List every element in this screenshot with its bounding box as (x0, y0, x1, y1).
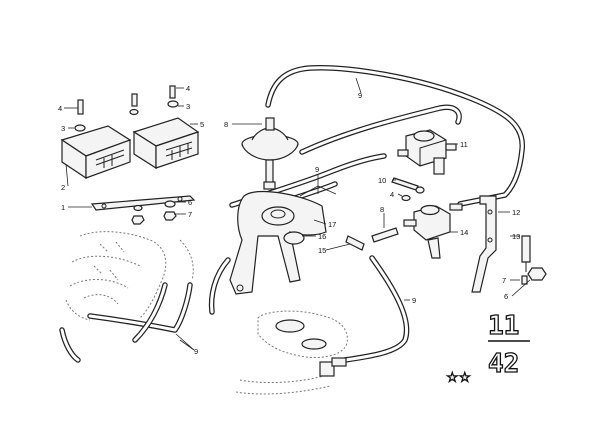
vacuum-hose-upper (299, 104, 462, 155)
callout-7-left: 7 (188, 210, 192, 219)
callout-2: 2 (61, 183, 65, 192)
callout-10: 10 (378, 176, 386, 185)
intake-manifold (235, 310, 348, 395)
hose-connector-13 (521, 235, 531, 272)
group-number-main: 11 (488, 311, 519, 341)
callout-8-mid: 8 (380, 205, 384, 214)
callout-4-mid: 4 (390, 190, 394, 199)
vacuum-hose-lower-right (342, 255, 410, 363)
group-number-sub: 42 (488, 349, 519, 379)
vacuum-hose-bottom-left (59, 282, 193, 363)
callout-3-left: 3 (61, 124, 65, 133)
nut-4 (401, 194, 411, 202)
callout-4-left: 4 (58, 104, 62, 113)
pipe-connector (371, 227, 399, 243)
callout-15: 15 (318, 246, 326, 255)
callout-7-right: 7 (502, 276, 506, 285)
callout-11: 11 (460, 140, 468, 149)
callout-6-right: 6 (504, 292, 508, 301)
vacuum-diaphragm (241, 117, 299, 190)
control-unit-right (132, 117, 200, 170)
callout-9-bottom: 9 (194, 347, 198, 356)
callout-3-top: 3 (186, 102, 190, 111)
callout-9-top: 9 (358, 91, 362, 100)
valve-bracket-assembly (229, 190, 365, 295)
leader-lines (64, 77, 531, 351)
ghost-engine-outline (65, 231, 194, 321)
vacuum-hose-main (265, 65, 525, 207)
callout-14: 14 (460, 228, 468, 237)
screw-washer-right (521, 267, 547, 285)
callout-9-lower: 9 (412, 296, 416, 305)
vacuum-hose-lower-left (208, 257, 231, 315)
callout-9-mid: 9 (315, 165, 319, 174)
vacuum-valve-lower (403, 203, 463, 259)
callout-4-top: 4 (186, 84, 190, 93)
callout-17: 17 (328, 220, 336, 229)
callout-6-left: 6 (188, 198, 192, 207)
support-bracket (471, 195, 497, 293)
callout-5: 5 (200, 120, 204, 129)
callout-12: 12 (512, 208, 520, 217)
callout-1: 1 (61, 203, 65, 212)
callout-13: 13 (512, 232, 520, 241)
group-number: 11 42 (487, 310, 530, 380)
callout-16: 16 (318, 232, 326, 241)
callout-8-diaphragm: 8 (224, 120, 228, 129)
callout-labels: 4 3 2 1 4 3 5 6 7 8 9 9 10 4 8 11 12 14 … (58, 84, 520, 356)
screw-10 (391, 177, 425, 194)
screw-hardware (74, 85, 179, 225)
mounting-bracket (90, 195, 196, 211)
vacuum-valve-upper (397, 129, 457, 175)
control-unit-left (60, 125, 132, 180)
star-rating-icon: ☆☆ (446, 370, 471, 386)
